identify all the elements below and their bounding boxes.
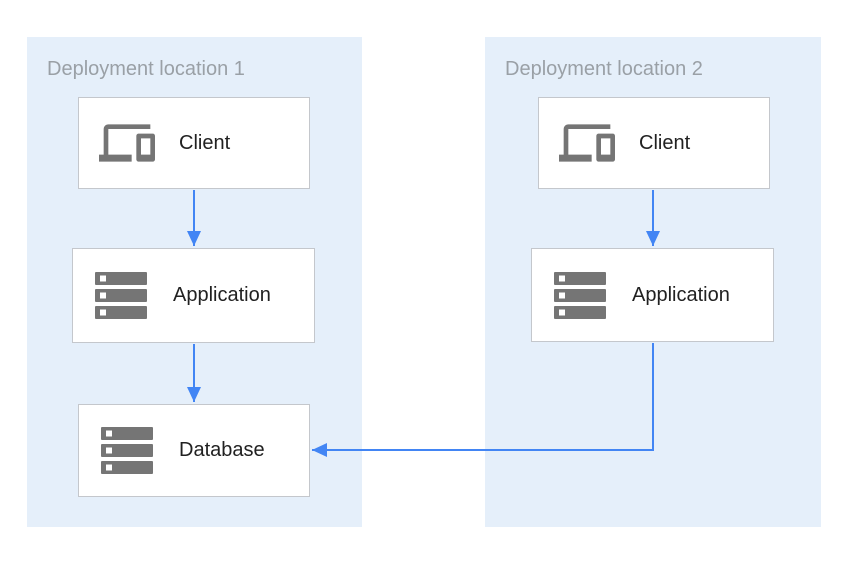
node-label: Application	[632, 283, 730, 306]
zone-title: Deployment location 1	[47, 58, 245, 80]
devices-icon	[93, 115, 161, 171]
node-label: Application	[173, 284, 271, 306]
node-label: Client	[639, 131, 691, 154]
node-label: Database	[179, 439, 265, 461]
node-application-1: Application	[72, 248, 315, 343]
server-icon	[87, 272, 155, 319]
zone-title: Deployment location 2	[505, 58, 703, 80]
node-client-1: Client	[78, 97, 310, 189]
server-icon	[546, 271, 614, 319]
node-application-2: Application	[531, 248, 774, 342]
devices-icon	[553, 115, 621, 171]
node-database-1: Database	[78, 404, 310, 497]
server-icon	[93, 427, 161, 474]
node-client-2: Client	[538, 97, 770, 189]
node-label: Client	[179, 131, 231, 154]
